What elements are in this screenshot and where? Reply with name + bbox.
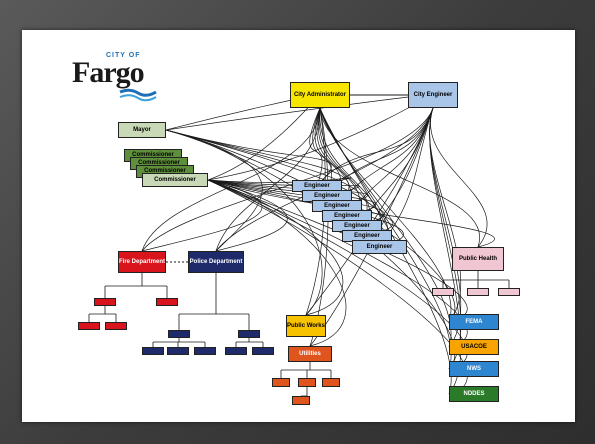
fema-box: FEMA <box>449 314 499 330</box>
fire-department-box: Fire Department <box>118 251 166 273</box>
health-unit-box <box>467 288 489 296</box>
connection-line <box>165 129 456 323</box>
river-icon <box>119 88 157 102</box>
city-engineer-box: City Engineer <box>408 82 458 108</box>
connection-line <box>207 179 344 316</box>
connection-line <box>141 179 263 252</box>
connection-line <box>215 107 321 252</box>
fire-unit-box <box>105 322 127 330</box>
police-unit-box <box>168 330 190 338</box>
utilities-unit-box <box>272 378 290 387</box>
fire-unit-box <box>156 298 178 306</box>
connection-line <box>207 93 321 181</box>
nddes-box: NDDES <box>449 386 499 402</box>
connection-line <box>207 179 468 395</box>
health-unit-box <box>498 288 520 296</box>
connection-line <box>207 179 468 323</box>
connection-line <box>207 179 468 348</box>
police-unit-box <box>252 347 274 355</box>
city-administrator-box: City Administrator <box>290 82 350 108</box>
utilities-box: Utilities <box>288 346 332 362</box>
connection-line <box>319 107 452 323</box>
utilities-unit-box <box>292 396 310 405</box>
police-unit-box <box>238 330 260 338</box>
commissioner-box: Commissioner <box>142 173 208 187</box>
utilities-unit-box <box>298 378 316 387</box>
connection-line <box>207 179 495 248</box>
connection-line <box>165 129 332 187</box>
connection-line <box>207 179 288 252</box>
connection-line <box>207 179 376 217</box>
health-unit-box <box>432 288 454 296</box>
connection-line <box>165 129 263 252</box>
logo-fargo: Fargo <box>72 56 145 89</box>
public-works-box: Public Works <box>286 315 326 337</box>
connection-line <box>165 129 323 316</box>
usacoe-box: USACOE <box>449 339 499 355</box>
connection-line <box>207 179 394 237</box>
fire-unit-box <box>78 322 100 330</box>
police-department-box: Police Department <box>188 251 244 273</box>
public-health-box: Public Health <box>452 247 504 271</box>
org-chart-slide: CITY OF Fargo City Administrator City En… <box>22 30 575 422</box>
connection-line <box>207 93 434 181</box>
mayor-box: Mayor <box>118 122 166 138</box>
nws-box: NWS <box>449 361 499 377</box>
police-unit-box <box>167 347 189 355</box>
connection-line <box>207 179 468 370</box>
police-unit-box <box>142 347 164 355</box>
fargo-logo: CITY OF Fargo <box>72 52 162 104</box>
police-unit-box <box>194 347 216 355</box>
connection-line <box>165 93 434 131</box>
police-unit-box <box>225 347 247 355</box>
connection-line <box>301 387 308 397</box>
engineer-box: Engineer <box>352 240 407 254</box>
connection-line <box>356 107 434 227</box>
utilities-unit-box <box>322 378 340 387</box>
connection-line <box>430 107 488 248</box>
logo-city-of: CITY OF <box>106 52 141 59</box>
fire-unit-box <box>94 298 116 306</box>
